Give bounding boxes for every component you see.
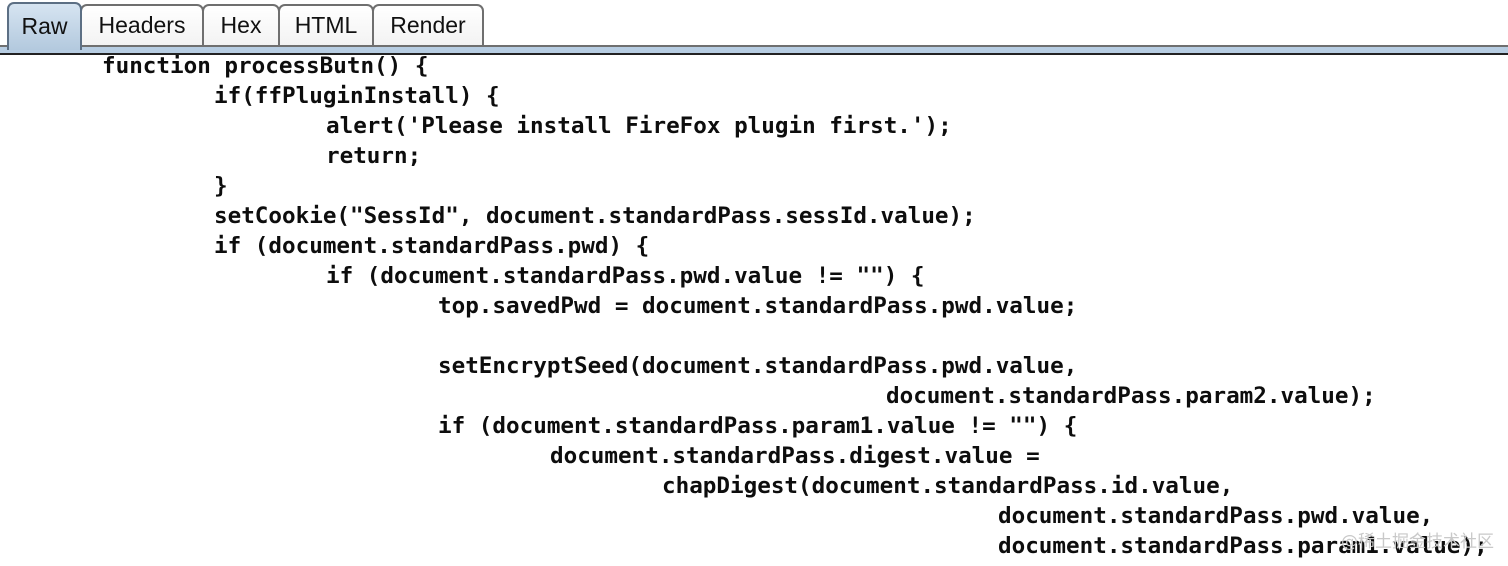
code-line: alert('Please install FireFox plugin fir… <box>326 113 952 139</box>
code-line: function processButn() { <box>102 55 429 79</box>
code-line: document.standardPass.digest.value = <box>550 443 1040 469</box>
tab-content-band <box>0 47 1508 53</box>
code-line: document.standardPass.pwd.value, <box>998 503 1434 529</box>
code-line: if (document.standardPass.param1.value !… <box>438 413 1078 439</box>
tab-raw[interactable]: Raw <box>7 2 82 50</box>
code-line: return; <box>326 143 422 169</box>
code-line: setCookie("SessId", document.standardPas… <box>214 203 976 229</box>
tab-content-divider <box>0 53 1508 55</box>
tab-headers[interactable]: Headers <box>80 4 204 47</box>
response-tab-bar: Raw Headers Hex HTML Render <box>0 0 1508 55</box>
code-line: if (document.standardPass.pwd) { <box>214 233 650 259</box>
tab-hex[interactable]: Hex <box>202 4 280 47</box>
code-line: } <box>214 173 228 199</box>
tab-html[interactable]: HTML <box>278 4 374 47</box>
code-line: top.savedPwd = document.standardPass.pwd… <box>438 293 1078 319</box>
code-line: if(ffPluginInstall) { <box>214 83 500 109</box>
tab-render[interactable]: Render <box>372 4 484 47</box>
code-line: document.standardPass.param1.value); <box>998 533 1488 559</box>
raw-response-text[interactable]: function processButn() { if(ffPluginInst… <box>0 55 1508 566</box>
code-line: document.standardPass.param2.value); <box>886 383 1376 409</box>
code-line: setEncryptSeed(document.standardPass.pwd… <box>438 353 1078 379</box>
tab-bar-border <box>0 45 1508 47</box>
code-line: if (document.standardPass.pwd.value != "… <box>326 263 925 289</box>
watermark: @稀土掘金技术社区 <box>1341 532 1494 552</box>
code-line: chapDigest(document.standardPass.id.valu… <box>662 473 1234 499</box>
